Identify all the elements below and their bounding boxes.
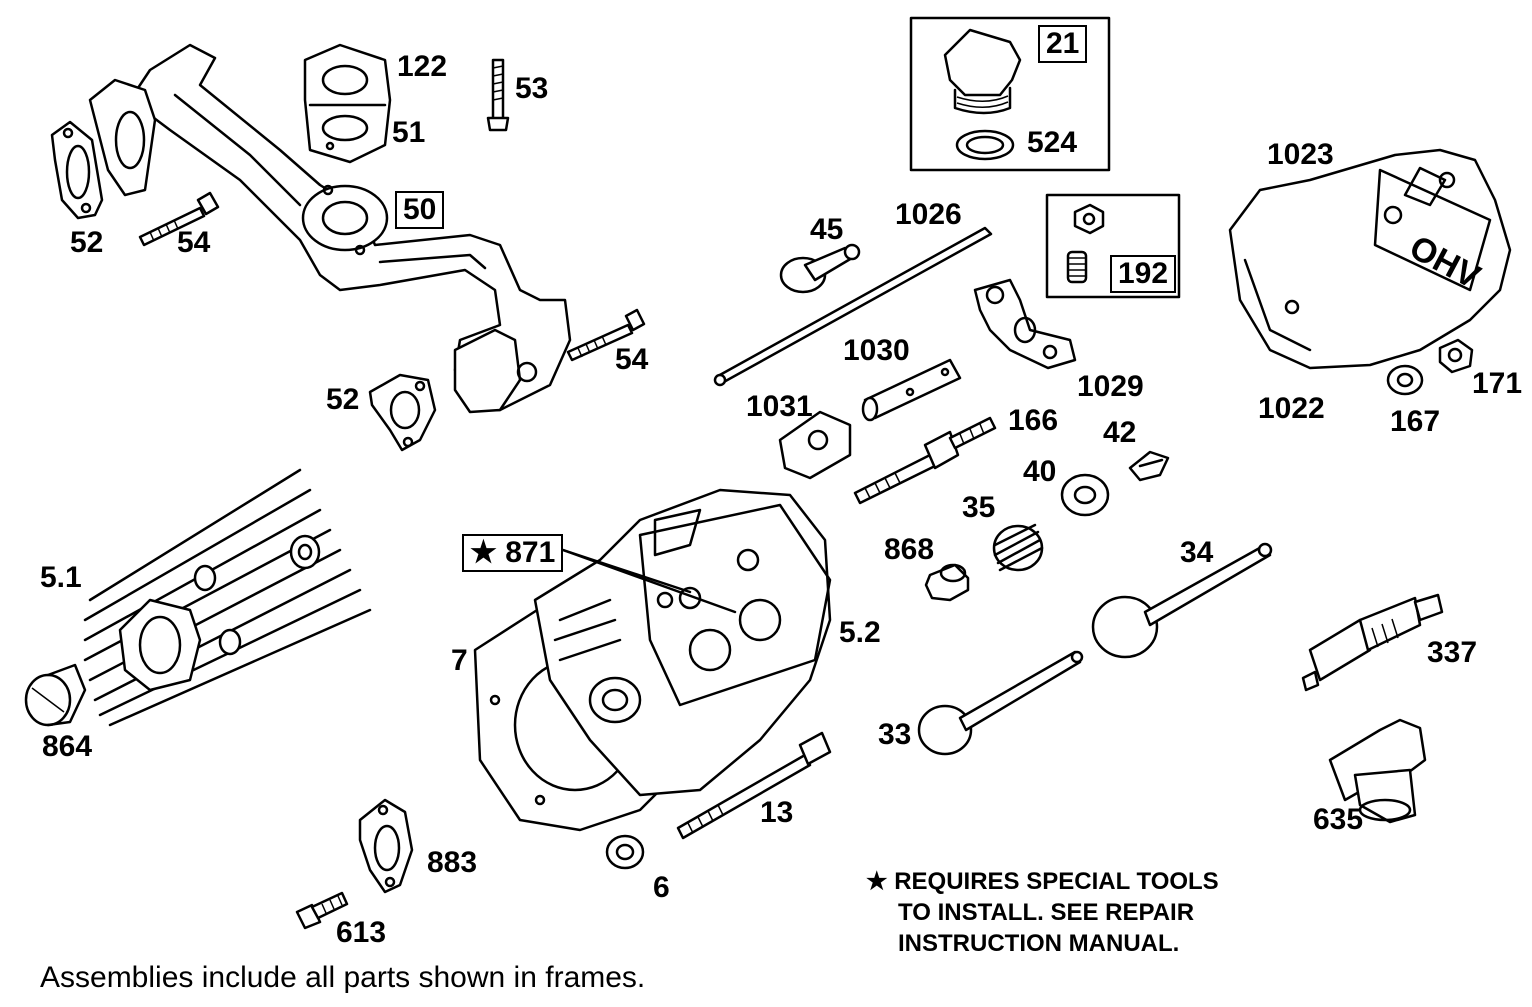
valve-seal-868 (924, 563, 970, 602)
callout-52-upper: 52 (70, 226, 104, 259)
adjuster-frame (1045, 193, 1181, 299)
callout-192: 192 (1110, 255, 1177, 293)
washer-6 (605, 834, 645, 870)
callout-5-2: 5.2 (839, 616, 881, 649)
star-icon: ★ (470, 536, 497, 569)
valve-keeper-42 (1128, 450, 1170, 482)
valve-spring-35 (992, 523, 1044, 572)
callout-1029: 1029 (1077, 370, 1144, 403)
exhaust-valve-34 (1091, 542, 1273, 659)
intake-spacer-122-51 (303, 43, 392, 164)
head-bolt-13 (676, 731, 832, 840)
callout-864: 864 (42, 730, 93, 763)
callout-40: 40 (1023, 455, 1057, 488)
callout-13: 13 (760, 796, 794, 829)
callout-871-number: 871 (505, 536, 556, 569)
assemblies-footnote: Assemblies include all parts shown in fr… (40, 961, 646, 994)
callout-883: 883 (427, 846, 478, 879)
cylinder-head-5.1 (83, 468, 372, 727)
callout-1023: 1023 (1267, 138, 1334, 171)
callout-871-leaders (561, 548, 737, 614)
star-icon: ★ (866, 868, 888, 895)
callout-51: 51 (392, 116, 426, 149)
callout-53: 53 (515, 72, 549, 105)
callout-171: 171 (1472, 367, 1523, 400)
callout-1026: 1026 (895, 198, 962, 231)
rocker-stud-166 (853, 416, 997, 505)
callout-868: 868 (884, 533, 935, 566)
spark-plug-337 (1301, 593, 1444, 692)
callout-524: 524 (1027, 126, 1078, 159)
callout-33: 33 (878, 718, 912, 751)
callout-7: 7 (451, 644, 468, 677)
callout-52-lower: 52 (326, 383, 360, 416)
note-line-2: TO INSTALL. SEE REPAIR (898, 899, 1195, 926)
gasket-883 (358, 798, 414, 894)
screw-613 (295, 891, 349, 930)
bolt-54-upper (138, 191, 220, 247)
rocker-ball-45 (779, 243, 861, 294)
note-line-3: INSTRUCTION MANUAL. (898, 930, 1180, 957)
callout-1030: 1030 (843, 334, 910, 367)
intake-valve-33 (917, 650, 1084, 756)
callout-1022: 1022 (1258, 392, 1325, 425)
plug-864 (24, 663, 87, 727)
callout-6: 6 (653, 871, 670, 904)
callout-613: 613 (336, 916, 387, 949)
gasket-52-upper (50, 120, 104, 220)
callout-337: 337 (1427, 636, 1478, 669)
rocker-arm-1029 (973, 278, 1077, 370)
callout-42: 42 (1103, 416, 1137, 449)
push-rod-1026 (713, 226, 993, 387)
bolt-54-lower (566, 308, 646, 362)
spring-retainer-40 (1060, 473, 1110, 517)
callout-34: 34 (1180, 536, 1214, 569)
callout-45: 45 (810, 213, 844, 246)
callout-635: 635 (1313, 803, 1364, 836)
callout-871: ★ 871 (462, 534, 564, 572)
callout-5-1: 5.1 (40, 561, 82, 594)
exhaust-manifold (88, 43, 572, 414)
oil-cap-frame (909, 16, 1111, 172)
callout-21: 21 (1038, 25, 1088, 63)
rocker-pin-1030 (861, 358, 962, 422)
callout-35: 35 (962, 491, 996, 524)
screw-53 (486, 58, 510, 132)
cover-hardware (1386, 338, 1474, 396)
special-tools-note: ★ REQUIRES SPECIAL TOOLS TO INSTALL. SEE… (866, 866, 1219, 959)
callout-54-upper: 54 (177, 226, 211, 259)
callout-167: 167 (1390, 405, 1441, 438)
gasket-52-lower (368, 373, 437, 452)
callout-122: 122 (397, 50, 448, 83)
callout-166: 166 (1008, 404, 1059, 437)
callout-50: 50 (395, 191, 445, 229)
callout-54-lower: 54 (615, 343, 649, 376)
rocker-block-1031 (778, 410, 852, 480)
callout-1031: 1031 (746, 390, 813, 423)
spark-plug-boot-635 (1328, 718, 1427, 824)
valve-cover-1023: OHV (1228, 148, 1512, 370)
note-line-1: REQUIRES SPECIAL TOOLS (894, 868, 1219, 895)
